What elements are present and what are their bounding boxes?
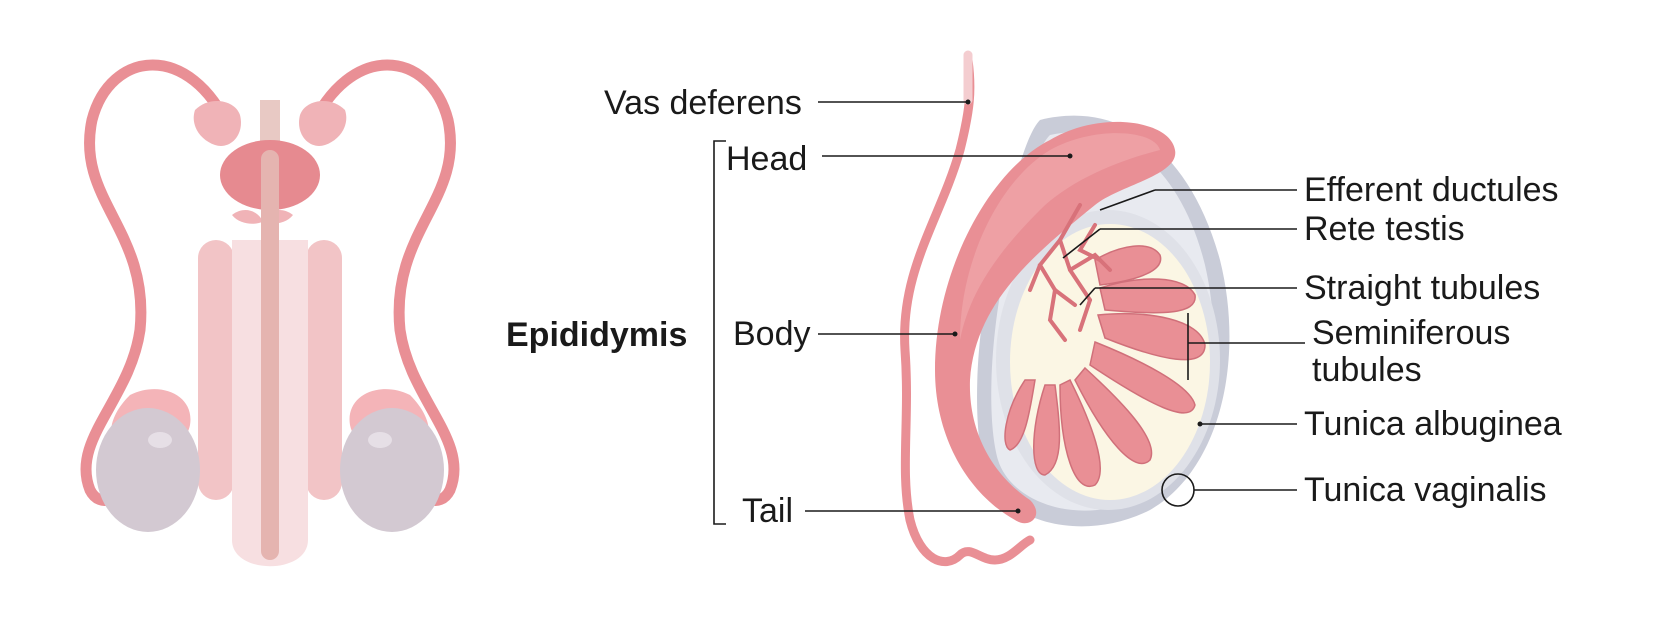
label-seminiferous-line2: tubules [1312,351,1422,389]
left-corpus-cavernosum [198,240,234,500]
rete-testis-network [1028,203,1112,342]
lobule-7 [1033,384,1061,476]
label-vas-deferens: Vas deferens [604,84,802,122]
label-straight-tubules: Straight tubules [1304,269,1540,307]
leader-efferent-ductules-diag [1099,189,1156,211]
anchor-head [1067,153,1073,159]
male-reproductive-overview [80,59,460,567]
left-testis [96,408,200,532]
vas-deferens [900,55,1035,567]
left-testis-highlight [148,432,172,448]
left-vas-deferens [80,59,236,506]
label-tail: Tail [742,492,793,530]
right-vas-deferens [304,59,460,506]
anchor-body [952,331,958,337]
lobule-8 [1004,379,1036,451]
epididymis-shade [960,133,1160,340]
testis-cross-section [900,50,1230,567]
label-head: Head [726,140,807,178]
right-testis [340,408,444,532]
right-seminal-vesicle [299,100,347,146]
penile-urethra [261,150,279,560]
labels-left: Vas deferens Head Epididymis Body Tail [506,84,1073,530]
lobule-2 [1099,278,1196,314]
leader-straight-tubules-diag [1079,287,1096,306]
lobule-5 [1074,366,1153,465]
lobule-3 [1097,313,1206,361]
label-body: Body [733,315,811,353]
label-seminiferous-line1: Seminiferous [1312,314,1510,352]
lobule-4 [1089,340,1196,414]
label-tunica-albuginea: Tunica albuginea [1304,405,1562,443]
label-epididymis: Epididymis [506,316,687,354]
leader-rete-testis-diag [1062,228,1101,259]
tunica-vaginalis-callout-circle [1161,473,1195,507]
anchor-tail [1015,508,1021,514]
lobule-6 [1059,378,1101,488]
label-efferent-ductules: Efferent ductules [1304,171,1559,209]
left-seminal-vesicle [193,100,241,146]
right-testis-highlight [368,432,392,448]
label-rete-testis: Rete testis [1304,210,1465,248]
anchor-vas-deferens [965,99,971,105]
labels-right: Efferent ductules Rete testis Straight t… [1062,171,1562,509]
anchor-tunica-albuginea [1197,421,1203,427]
label-tunica-vaginalis: Tunica vaginalis [1304,471,1547,509]
epididymis-bracket [713,140,726,525]
right-corpus-cavernosum [306,240,342,500]
